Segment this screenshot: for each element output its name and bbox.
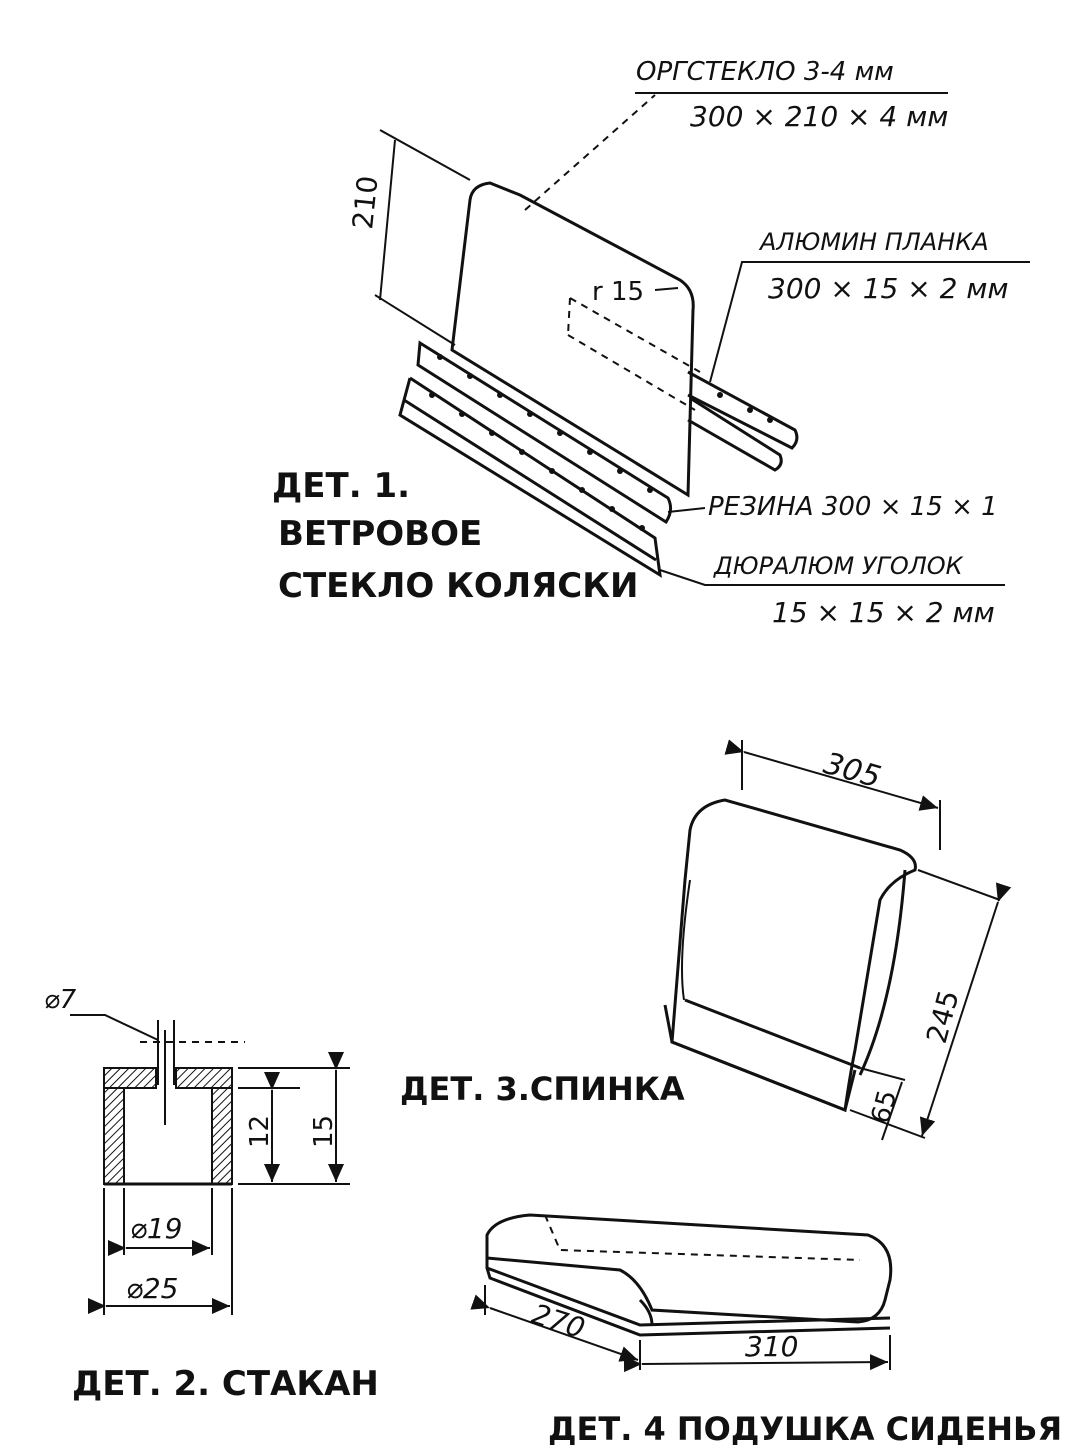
det1-title-line1: ДЕТ. 1. <box>272 466 410 506</box>
duralumin-angle <box>398 376 662 578</box>
det2-outer-height: 15 <box>309 1115 339 1148</box>
det3-seatback-drawing: 305 245 65 ДЕТ. 3.СПИНКА <box>400 739 1012 1141</box>
det3-width-dim: 305 <box>820 746 885 795</box>
det1-radius-dim: r 15 <box>592 277 644 307</box>
cushion-top <box>485 1213 893 1324</box>
cup-wall-left <box>103 1087 125 1185</box>
det4-cushion-drawing: 270 310 ДЕТ. 4 ПОДУШКА СИДЕНЬЯ <box>470 1213 1062 1448</box>
det2-cup-drawing: ⌀7 12 15 ⌀19 ⌀25 ДЕТ. 2. СТАКАН <box>44 985 379 1404</box>
det3-title: ДЕТ. 3.СПИНКА <box>400 1070 685 1108</box>
rivet-holes <box>429 354 773 531</box>
det2-inner-height: 12 <box>245 1115 275 1148</box>
det2-outer-diameter: ⌀25 <box>126 1272 179 1305</box>
cup-top-left <box>103 1067 157 1089</box>
cup-wall-right <box>211 1087 233 1185</box>
det4-depth-dim: 270 <box>528 1297 589 1345</box>
aluminium-strip <box>687 370 799 450</box>
hidden-strip-outline <box>567 297 701 411</box>
det1-windshield-drawing: 210 r 15 ОРГСТЕКЛО 3-4 мм 300 × 210 × 4 … <box>272 57 1030 629</box>
det1-glass-size: 300 × 210 × 4 мм <box>690 100 948 133</box>
det1-angle-material: ДЮРАЛЮМ УГОЛОК <box>713 552 964 580</box>
det4-title: ДЕТ. 4 ПОДУШКА СИДЕНЬЯ <box>548 1410 1062 1448</box>
det4-width-dim: 310 <box>745 1330 798 1363</box>
glass-pane <box>450 181 695 498</box>
cup-top-right <box>175 1067 233 1089</box>
det3-height-dim: 245 <box>920 987 966 1047</box>
det1-strip-material: АЛЮМИН ПЛАНКА <box>758 228 989 256</box>
det1-title-line3: СТЕКЛО КОЛЯСКИ <box>278 566 638 606</box>
det2-hole-dim: ⌀7 <box>44 985 77 1015</box>
seatback-body <box>670 798 917 1113</box>
det1-height-dim: 210 <box>346 174 384 231</box>
det1-title-line2: ВЕТРОВОЕ <box>278 514 482 554</box>
det1-glass-material: ОРГСТЕКЛО 3-4 мм <box>636 57 894 87</box>
det1-rubber-label: РЕЗИНА 300 × 15 × 1 <box>708 492 998 522</box>
det1-strip-size: 300 × 15 × 2 мм <box>768 272 1009 305</box>
det2-inner-diameter: ⌀19 <box>130 1212 183 1245</box>
det1-angle-size: 15 × 15 × 2 мм <box>772 596 995 629</box>
det2-title: ДЕТ. 2. СТАКАН <box>72 1364 379 1404</box>
